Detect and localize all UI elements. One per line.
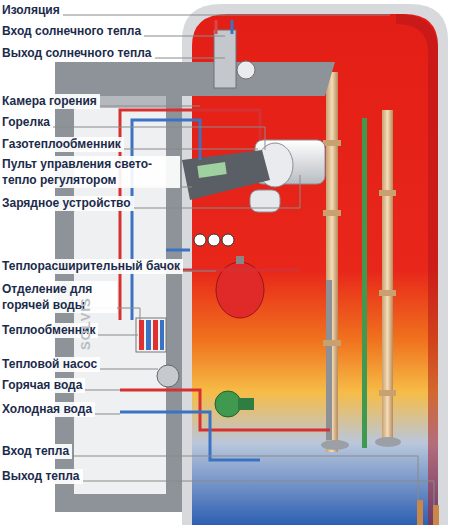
part-label: Газотеплообменник (0, 137, 124, 152)
green-pipe (362, 118, 367, 448)
pipe (326, 72, 338, 452)
part-label: Изоляция (0, 3, 63, 18)
plate-heat-exchanger (136, 318, 166, 352)
part-label: Теплорасширительный бачок (0, 259, 183, 274)
part-label: Горячая вода (0, 378, 85, 393)
part-label: Зарядное устройство (0, 196, 134, 211)
part-label: Горелка (0, 115, 53, 130)
brand-mark: SOLVIS (78, 297, 93, 350)
pipe-base (375, 437, 401, 447)
tank-shade (396, 14, 438, 525)
part-label: Выход тепла (0, 469, 83, 484)
part-label: Холодная вода (0, 402, 95, 417)
part-label: Вход тепла (0, 444, 72, 459)
pipe-rings (323, 140, 396, 396)
heat-coil (326, 280, 332, 440)
pipe-base (321, 440, 349, 450)
burner-base (250, 190, 280, 212)
part-label: Тепловой насос (0, 357, 100, 372)
part-label: Вход солнечного тепла (0, 24, 144, 39)
valve (237, 61, 255, 79)
part-label: Пульт управления свето-тепло регулятором (0, 156, 180, 188)
part-label: Выход солнечного тепла (0, 46, 155, 61)
solar-port (214, 30, 236, 88)
part-label: Камера горения (0, 94, 100, 109)
gauges (194, 234, 234, 246)
pump (215, 391, 241, 417)
control-panel (182, 150, 270, 200)
pump (157, 365, 179, 387)
part-label: Отделение для горячей воды (0, 281, 117, 313)
